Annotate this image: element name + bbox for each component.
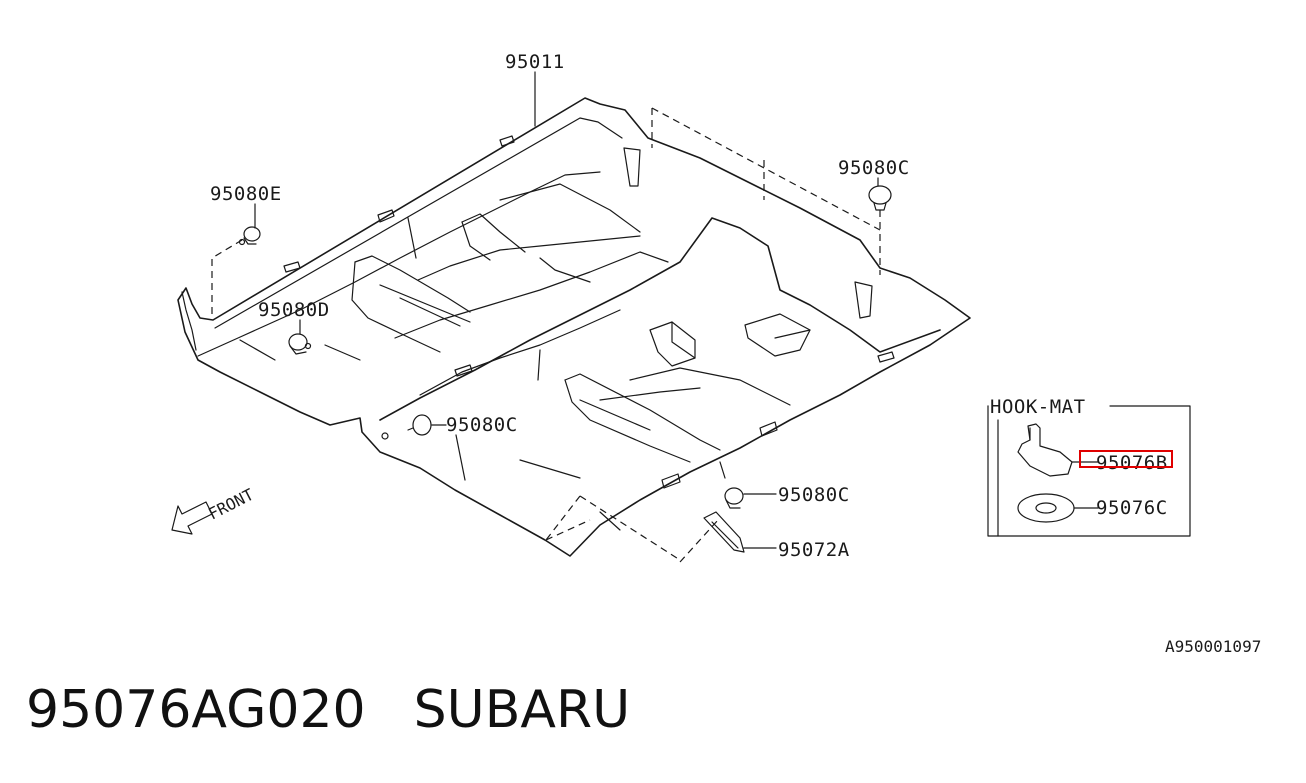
footer: 95076AG020 SUBARU (26, 680, 630, 740)
brand-name: SUBARU (413, 680, 631, 740)
clip-95080c-low-icon (724, 487, 744, 509)
bracket-95072a-icon (703, 511, 745, 553)
highlight-box (1079, 450, 1173, 468)
callout-95072a: 95072A (778, 539, 850, 561)
callout-95080c-mid: 95080C (446, 414, 518, 436)
clip-95080e-icon (238, 226, 261, 246)
floor-mat-drawing (177, 97, 971, 557)
hook-mat-title: HOOK-MAT (990, 396, 1086, 418)
clip-95080c-mid-icon (381, 414, 432, 440)
dashed-leaders (211, 107, 881, 563)
front-label: FRONT (205, 485, 257, 524)
callout-95080c-top: 95080C (838, 157, 910, 179)
callout-95076c: 95076C (1096, 497, 1168, 519)
diagram-code: A950001097 (1165, 637, 1261, 656)
callout-95080d: 95080D (258, 299, 330, 321)
disc-part-icon (1017, 493, 1075, 523)
part-number: 95076AG020 (26, 680, 366, 740)
callout-95080e: 95080E (210, 183, 282, 205)
callout-95076b: 95076B (1096, 452, 1168, 474)
clip-95080c-top-icon (868, 185, 892, 211)
callout-95080c-low: 95080C (778, 484, 850, 506)
callout-95011: 95011 (505, 51, 565, 73)
hook-mat-inset: HOOK-MAT 95076B 95076C (987, 396, 1191, 537)
front-arrow: FRONT (171, 485, 257, 535)
clip-95080d-icon (288, 333, 312, 355)
hook-part-icon (1017, 423, 1073, 477)
callout-leaders (254, 71, 879, 549)
